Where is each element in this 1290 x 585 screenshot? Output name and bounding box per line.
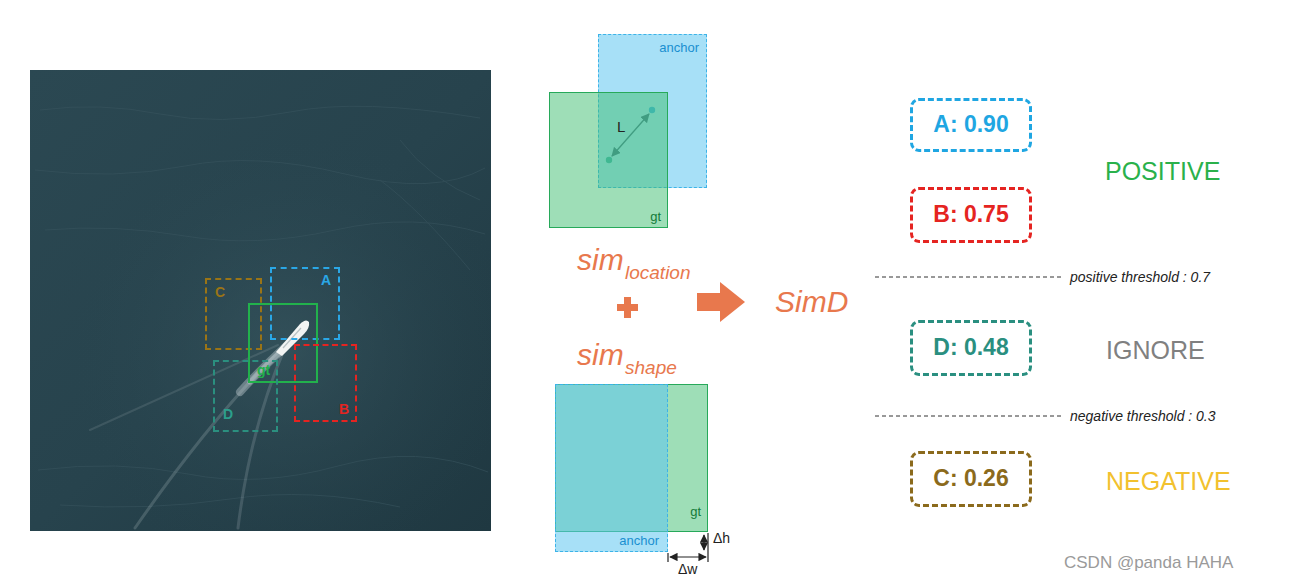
node-text: D: 0.48: [933, 335, 1008, 360]
node-text: A: 0.90: [933, 112, 1008, 137]
node-text: C: 0.26: [933, 466, 1008, 491]
score-box: C: 0.26: [910, 451, 1032, 507]
gt-box: gt: [549, 92, 668, 228]
threshold-note: positive threshold : 0.7: [1068, 269, 1212, 285]
distance-label: L: [617, 118, 625, 135]
score-box: B: 0.75: [910, 187, 1032, 243]
big-arrow: [697, 282, 745, 322]
node-text: anchor: [659, 41, 699, 55]
node-text: gt: [690, 505, 701, 519]
score-box: D: 0.48: [910, 320, 1032, 376]
node-text: gt: [257, 363, 270, 378]
node-text: C: [215, 285, 225, 300]
size-difference: [668, 533, 708, 562]
plus-sign: [617, 297, 638, 318]
image-box: B: [294, 344, 357, 422]
node-text: D: [223, 407, 233, 422]
image-box: D: [213, 360, 278, 432]
subscript: location: [625, 262, 691, 284]
dimension-label: Δw: [678, 561, 697, 577]
category-label: NEGATIVE: [1106, 467, 1231, 496]
node-text: A: [321, 273, 331, 288]
threshold-note: negative threshold : 0.3: [1068, 408, 1218, 424]
watermark: CSDN @panda HAHA: [1064, 553, 1233, 573]
category-label: POSITIVE: [1105, 157, 1220, 186]
node-text: B: 0.75: [933, 202, 1008, 227]
similarity-term: sim: [577, 243, 624, 278]
image-box: C: [205, 278, 262, 350]
category-label: IGNORE: [1106, 336, 1205, 365]
image-box: gt: [248, 303, 318, 383]
threshold-lines: [875, 277, 1064, 416]
similarity-term: sim: [577, 338, 624, 373]
anchor-box: anchor: [555, 384, 668, 552]
satellite-image: [30, 70, 491, 531]
dimension-label: Δh: [713, 530, 730, 546]
subscript: shape: [625, 357, 677, 379]
score-box: A: 0.90: [910, 98, 1032, 152]
node-text: anchor: [619, 534, 659, 548]
node-text: gt: [650, 210, 661, 224]
node-text: B: [339, 402, 349, 417]
result-term: SimD: [775, 285, 848, 320]
